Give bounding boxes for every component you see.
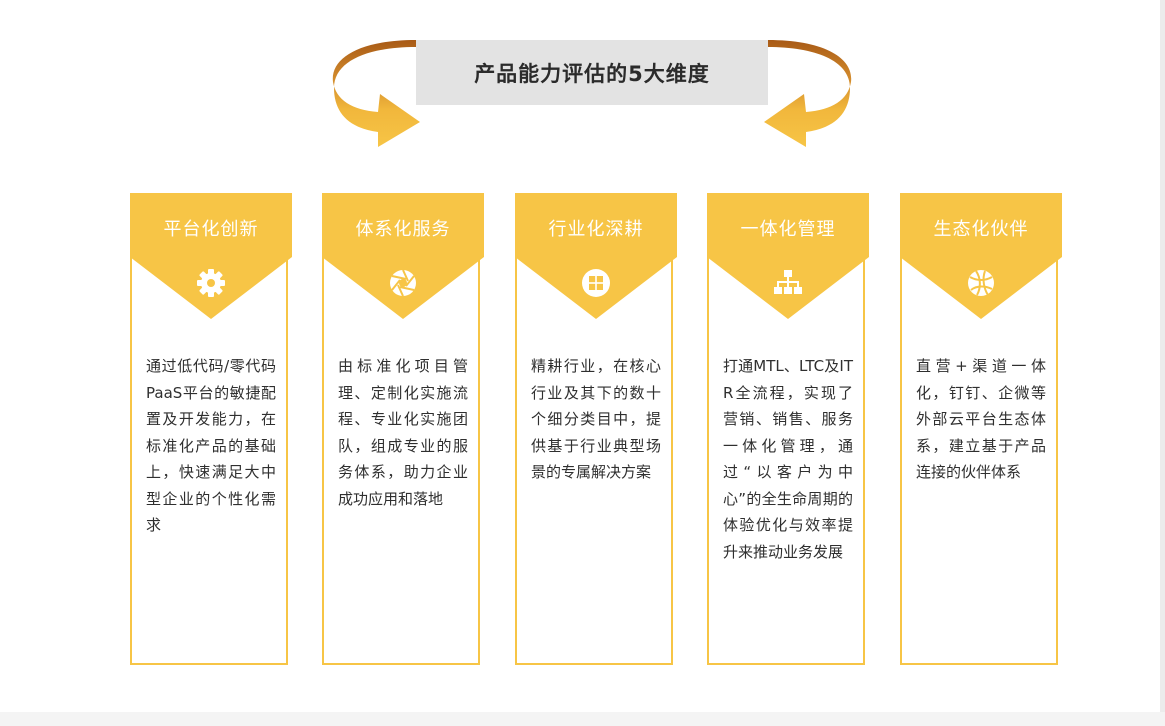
card-description: 打通MTL、LTC及ITR全流程，实现了营销、销售、服务一体化管理，通过“以客户… — [723, 357, 853, 561]
card-title: 一体化管理 — [740, 219, 836, 240]
card-description: 通过低代码/零代码PaaS平台的敏捷配置及开发能力，在标准化产品的基础上，快速满… — [146, 357, 276, 534]
card-header: 一体化管理 — [707, 193, 869, 319]
card-header-shape — [707, 193, 869, 319]
aperture-icon — [390, 269, 416, 297]
hierarchy-icon — [774, 270, 802, 294]
card-title: 生态化伙伴 — [933, 219, 1029, 240]
gear-icon — [197, 269, 225, 297]
card-header-shape — [130, 193, 292, 319]
card-description: 直营+渠道一体化，钉钉、企微等外部云平台生态体系，建立基于产品连接的伙伴体系 — [916, 357, 1046, 481]
card-description: 精耕行业，在核心行业及其下的数十个细分类目中，提供基于行业典型场景的专属解决方案 — [531, 357, 661, 481]
card-description: 由标准化项目管理、定制化实施流程、专业化实施团队，组成专业的服务体系，助力企业成… — [338, 357, 468, 508]
card-header-shape — [515, 193, 677, 319]
card-title: 平台化创新 — [163, 219, 259, 240]
card-header: 生态化伙伴 — [900, 193, 1062, 319]
card-header-shape — [900, 193, 1062, 319]
basketball-icon — [968, 270, 994, 296]
card-header: 行业化深耕 — [515, 193, 677, 319]
card-platform-innovation: 平台化创新 通过低代码/零代码PaaS平台的敏捷配置及开发能力，在标准化产品的基… — [130, 193, 292, 665]
windows-icon — [582, 269, 610, 297]
card-industry-deep-dive: 行业化深耕 精耕行业，在核心行业及其下的数十个细分类目中，提供基于行业典型场景的… — [515, 193, 677, 665]
card-integrated-management: 一体化管理 打通MTL、LTC及ITR全流程，实现了营销、销售、服务一体化管理，… — [707, 193, 869, 665]
card-header-shape — [322, 193, 484, 319]
diagram-title: 产品能力评估的5大维度 — [416, 40, 768, 105]
right-curved-arrow — [764, 40, 852, 147]
card-title: 行业化深耕 — [548, 219, 644, 240]
card-header: 体系化服务 — [322, 193, 484, 319]
card-title: 体系化服务 — [355, 219, 451, 240]
card-ecosystem-partners: 生态化伙伴 直营+渠道一体化，钉钉、企微等外部云平台生态体系，建立基于产品连接的… — [900, 193, 1062, 665]
circular-arrows-graphic — [332, 40, 852, 147]
page-bottom-edge — [0, 712, 1165, 726]
card-header: 平台化创新 — [130, 193, 292, 319]
page-right-edge — [1160, 0, 1165, 726]
left-curved-arrow — [332, 40, 420, 147]
card-systematic-service: 体系化服务 由标准化项目管理、定制化实施流程、专业化实施团队，组成专业的服务体系… — [322, 193, 484, 665]
